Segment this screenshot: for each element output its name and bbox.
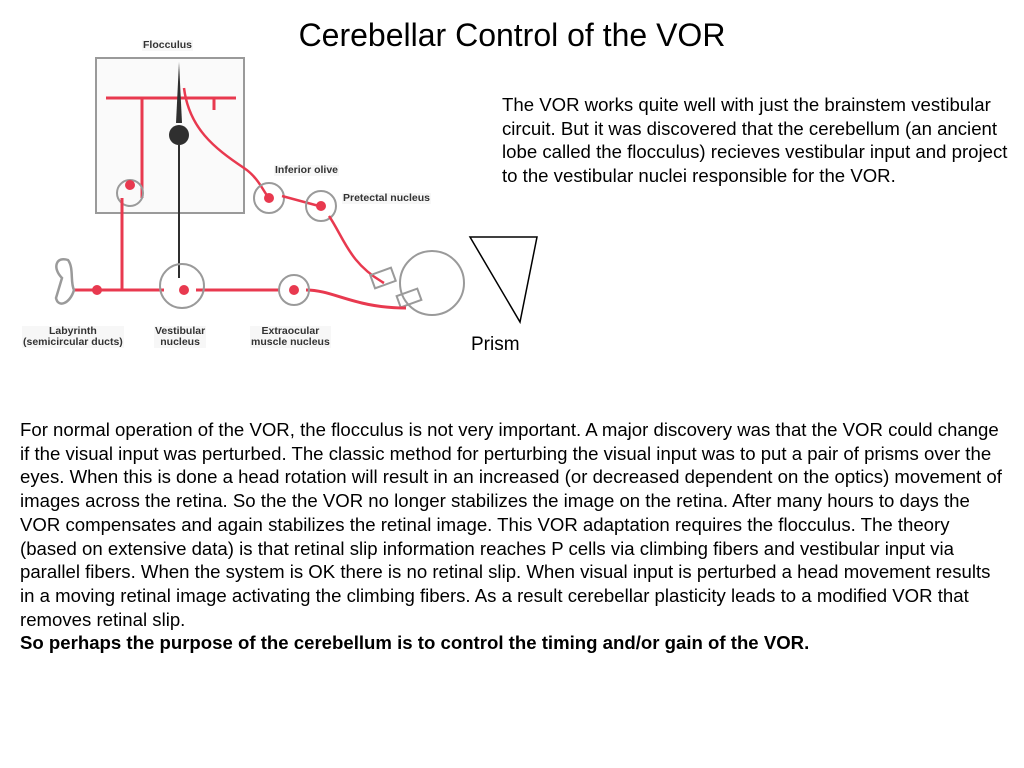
label-extraocular-title: Extraocular (261, 325, 320, 337)
prism-triangle (468, 236, 538, 325)
purkinje-cell-body (169, 125, 189, 145)
label-pretectal-nucleus: Pretectal nucleus (342, 192, 431, 204)
label-vestibular-sub: nucleus (160, 336, 200, 348)
extraocular-node (289, 285, 299, 295)
label-labyrinth-title: Labyrinth (48, 325, 97, 337)
inferior-olive-nucleus (253, 182, 285, 214)
optic-path (327, 215, 385, 285)
olive-pretectal-path (281, 194, 320, 208)
prism-label: Prism (471, 334, 520, 355)
intro-paragraph: The VOR works quite well with just the b… (502, 94, 1008, 186)
eye-muscle-lower (395, 287, 423, 309)
label-vestibular-title: Vestibular (155, 325, 206, 337)
slide-title: Cerebellar Control of the VOR (298, 17, 726, 53)
vestibular-nucleus (159, 263, 205, 309)
labyrinth-shape (54, 257, 76, 305)
climbing-fiber (182, 87, 270, 199)
label-labyrinth-sub: (semicircular ducts) (23, 336, 123, 348)
pretectal-nucleus (305, 190, 337, 222)
circuit-illustration (54, 57, 465, 316)
eye-globe (399, 250, 465, 316)
body-paragraph: For normal operation of the VOR, the flo… (20, 419, 1002, 630)
label-vestibular: Vestibular nucleus (154, 325, 207, 348)
granule-node (125, 180, 135, 190)
labyrinth-node (92, 285, 102, 295)
motor-path (305, 288, 407, 310)
eye-muscle-upper (368, 266, 398, 290)
label-inferior-olive: Inferior olive (274, 164, 340, 176)
purkinje-dendrite (176, 62, 182, 123)
vor-circuit-diagram: Flocculus Inferior olive Pretectal nucle… (14, 28, 474, 368)
extraocular-nucleus (278, 274, 310, 306)
prism-icon (468, 236, 538, 325)
mossy-fiber (140, 98, 216, 198)
label-labyrinth: Labyrinth (semicircular ducts) (22, 326, 124, 348)
inferior-olive-node (264, 193, 274, 203)
label-extraocular-sub: muscle nucleus (251, 336, 330, 348)
pretectal-node (316, 201, 326, 211)
label-extraocular: Extraocular muscle nucleus (250, 326, 331, 348)
vestibular-node (179, 285, 189, 295)
label-flocculus: Flocculus (142, 39, 194, 51)
body-conclusion: So perhaps the purpose of the cerebellum… (20, 632, 810, 654)
body-paragraph-block: For normal operation of the VOR, the flo… (20, 418, 1010, 655)
